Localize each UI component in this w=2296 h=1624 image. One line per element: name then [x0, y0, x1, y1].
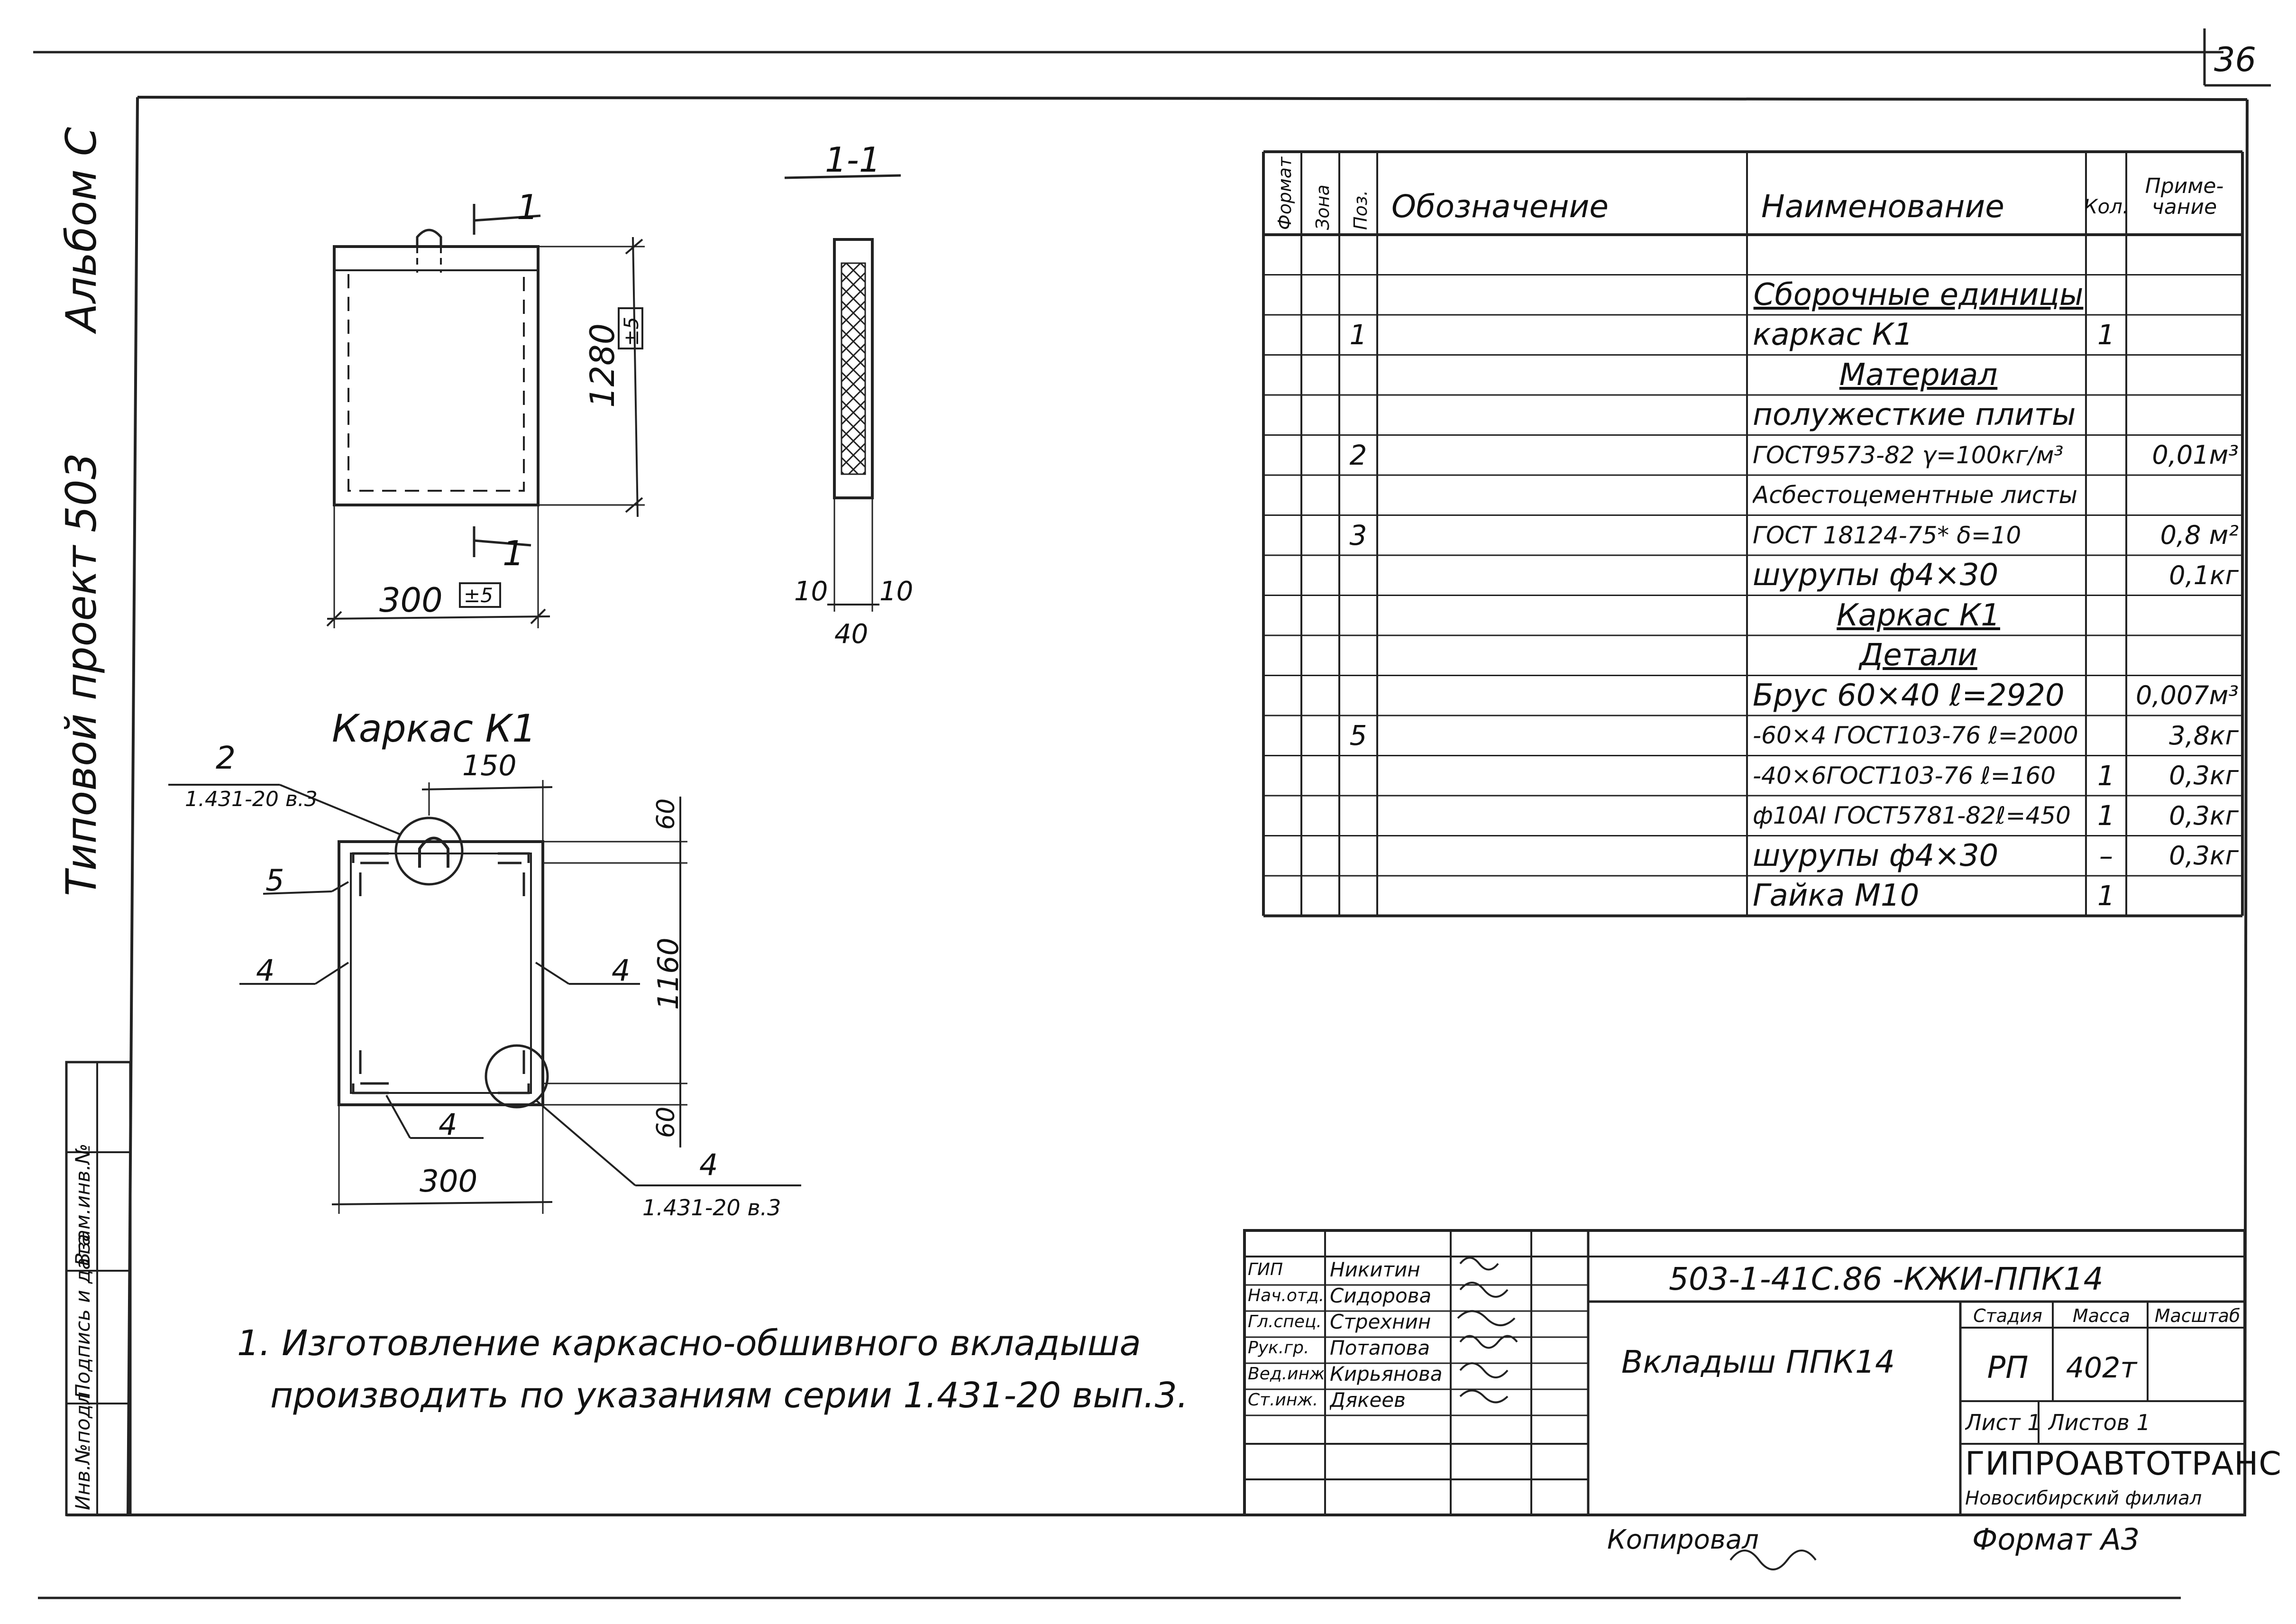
spec-cell-r10-c4: Детали [1859, 638, 1977, 673]
copied-label: Копировал [1607, 1524, 1759, 1555]
spec-cell-r14-c5: 1 [2097, 799, 2115, 832]
title-name: Вкладыш ППК14 [1621, 1344, 1895, 1380]
spec-cell-r7-c6: 0,8 м² [2160, 520, 2239, 551]
frame-callout-bottom-ref: 1.431-20 в.3 [642, 1195, 781, 1220]
title-code: 503-1-41С.86 -КЖИ-ППК14 [1669, 1261, 2104, 1297]
frame-callout-bottom-num: 4 [699, 1147, 718, 1182]
tb-person-name-0: Никитин [1330, 1258, 1420, 1281]
tb-person-name-5: Дякеев [1330, 1388, 1406, 1412]
spec-cell-r13-c5: 1 [2097, 759, 2115, 792]
spec-header-3: Обозначение [1391, 188, 1609, 225]
section-left-dim: 10 [794, 576, 828, 607]
frame-dim-bottom: 300 [420, 1164, 478, 1199]
title-mass-label: Масса [2072, 1305, 2131, 1326]
spec-cell-r1-c4: Сборочные единицы [1753, 277, 2084, 312]
frame-label-4-bottom: 4 [439, 1107, 457, 1142]
spec-cell-r7-c4: ГОСТ 18124-75* δ=10 [1753, 521, 2022, 549]
frame-callout-top-ref: 1.431-20 в.3 [185, 787, 318, 811]
spec-header-5: Кол. [2086, 194, 2126, 218]
spec-cell-r5-c2: 2 [1349, 439, 1367, 471]
tb-person-role-4: Вед.инж. [1248, 1364, 1324, 1384]
section-mark-top: 1 [517, 187, 539, 227]
spec-header-6: Приме-чание [2145, 174, 2224, 219]
spec-cell-r2-c5: 1 [2097, 319, 2115, 351]
note-line-2: производить по указаниям серии 1.431-20 … [270, 1375, 1189, 1416]
spec-cell-r16-c5: 1 [2097, 880, 2115, 912]
spec-cell-r15-c6: 0,3кг [2169, 841, 2239, 871]
section-title: 1-1 [825, 140, 881, 180]
title-mass: 402т [2066, 1351, 2137, 1385]
spec-cell-r14-c4: ф10АI ГОСТ5781-82ℓ=450 [1753, 802, 2071, 830]
spec-cell-r12-c2: 5 [1349, 719, 1367, 752]
frame-label-4-left: 4 [256, 953, 275, 988]
frame-callout-top-num: 2 [216, 740, 236, 776]
spec-header-4: Наименование [1761, 188, 2004, 225]
section-mark-bottom: 1 [503, 533, 524, 573]
tb-person-role-5: Ст.инж. [1248, 1390, 1318, 1410]
title-org: ГИПРОАВТОТРАНС [1965, 1445, 2282, 1483]
spec-cell-r6-c4: Асбестоцементные листы [1753, 481, 2077, 509]
frame-dim-top: 150 [462, 749, 517, 782]
section-right-dim: 10 [879, 576, 914, 607]
spec-cell-r11-c6: 0,007м³ [2136, 680, 2239, 711]
spec-cell-r3-c4: Материал [1839, 357, 1998, 393]
spec-cell-r5-c4: ГОСТ9573-82 γ=100кг/м³ [1753, 441, 2064, 469]
spec-cell-r13-c4: -40×6ГОСТ103-76 ℓ=160 [1753, 762, 2056, 789]
spec-cell-r12-c4: -60×4 ГОСТ103-76 ℓ=2000 [1753, 722, 2078, 750]
title-stage-label: Стадия [1973, 1305, 2042, 1326]
tb-person-name-4: Кирьянова [1330, 1362, 1443, 1385]
title-sheets: Листов 1 [2048, 1410, 2150, 1435]
spec-cell-r7-c2: 3 [1349, 519, 1367, 551]
tb-person-role-3: Рук.гр. [1248, 1338, 1309, 1358]
spec-cell-r9-c4: Каркас К1 [1837, 597, 2000, 633]
note-line-1: 1. Изготовление каркасно-обшивного вклад… [237, 1323, 1141, 1364]
tb-person-name-1: Сидорова [1330, 1284, 1432, 1307]
frame-label-5: 5 [265, 863, 284, 898]
title-stage: РП [1987, 1350, 2029, 1385]
spec-cell-r14-c6: 0,3кг [2169, 800, 2239, 831]
spec-cell-r15-c4: шурупы ф4×30 [1753, 838, 1999, 873]
spec-cell-r12-c6: 3,8кг [2169, 720, 2239, 751]
front-width-dim: 300 [379, 581, 443, 620]
title-sheet: Лист 1 [1965, 1410, 2039, 1435]
tb-person-name-3: Потапова [1330, 1336, 1430, 1359]
spec-cell-r4-c4: полужесткие плиты [1753, 397, 2076, 433]
spec-cell-r13-c6: 0,3кг [2169, 761, 2239, 791]
spec-cell-r11-c4: Брус 60×40 ℓ=2920 [1753, 678, 2065, 713]
spec-cell-r2-c4: каркас К1 [1753, 317, 1913, 353]
title-branch: Новосибирский филиал [1965, 1487, 2202, 1509]
title-scale-label: Масштаб [2154, 1305, 2241, 1326]
spec-cell-r8-c6: 0,1кг [2169, 560, 2239, 590]
spec-cell-r15-c5: – [2099, 839, 2113, 872]
format-label: Формат А3 [1972, 1522, 2140, 1557]
tb-person-name-2: Стрехнин [1330, 1310, 1431, 1333]
spec-cell-r5-c6: 0,01м³ [2152, 440, 2239, 470]
tb-person-role-1: Нач.отд. [1248, 1286, 1324, 1305]
spec-cell-r8-c4: шурупы ф4×30 [1753, 558, 1999, 593]
frame-label-4-right: 4 [612, 953, 631, 988]
spec-cell-r2-c2: 1 [1349, 319, 1367, 351]
tb-person-role-0: ГИП [1248, 1260, 1283, 1279]
frame-title: Каркас К1 [332, 706, 537, 751]
sheet-number: 36 [2214, 40, 2257, 79]
tb-person-role-2: Гл.спец. [1248, 1312, 1322, 1331]
section-total-dim: 40 [834, 619, 869, 650]
front-width-tol: ±5 [464, 584, 493, 607]
spec-cell-r16-c4: Гайка М10 [1753, 878, 1920, 914]
